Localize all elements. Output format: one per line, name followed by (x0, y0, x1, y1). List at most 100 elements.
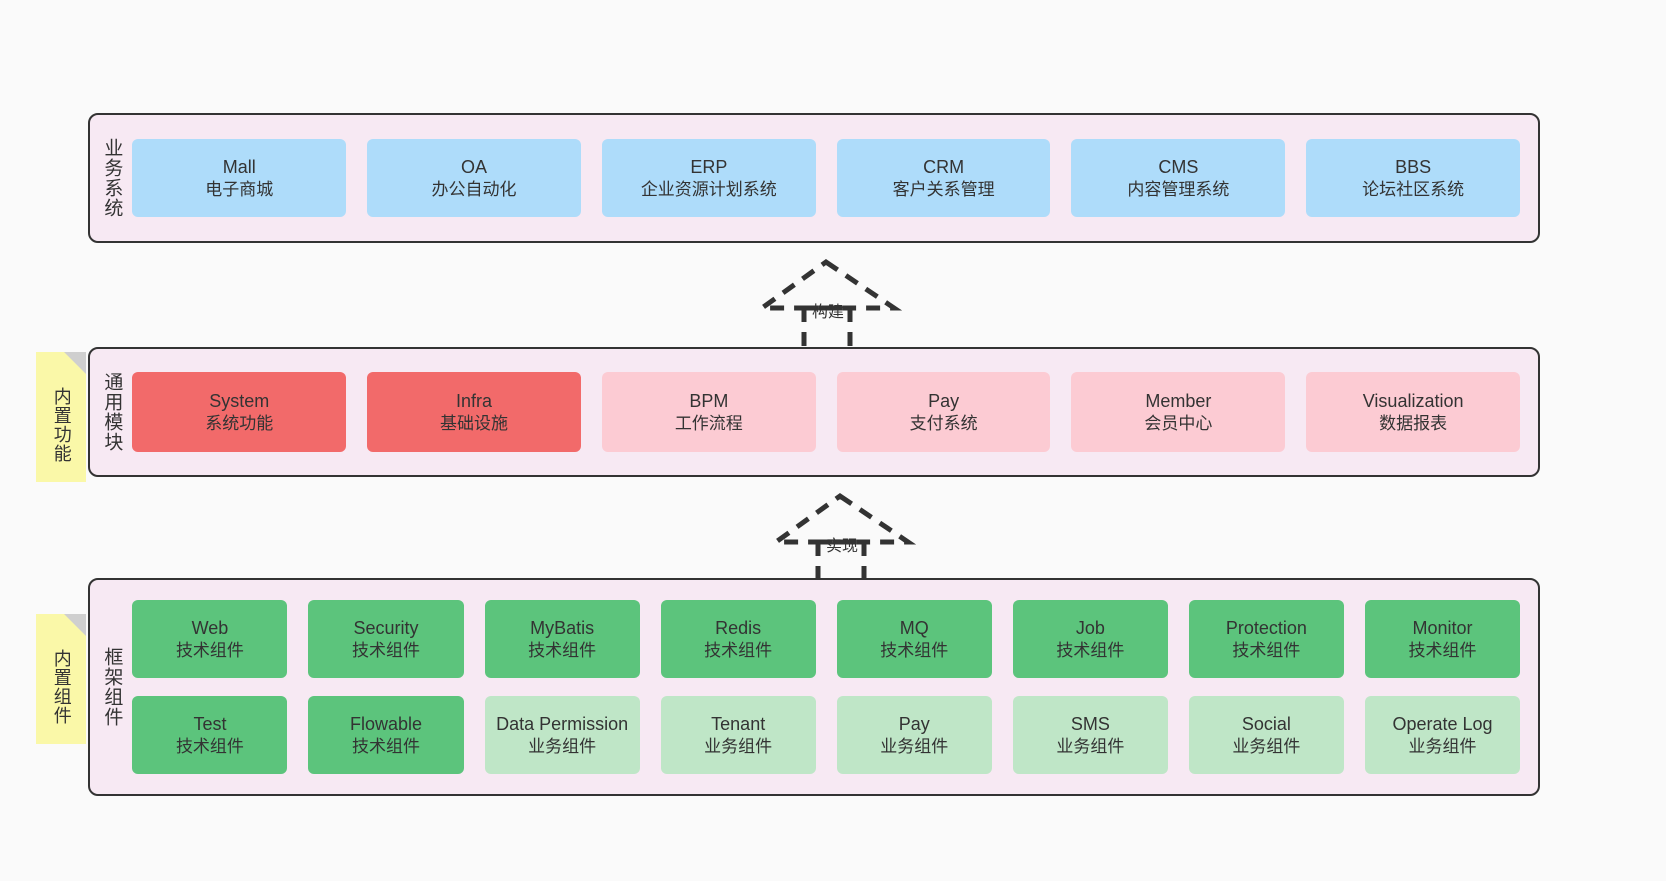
card-title-en: Data Permission (496, 714, 629, 735)
card-row: Mall 电子商城 OA 办公自动化 ERP 企业资源计划系统 CRM 客户关系… (132, 139, 1520, 217)
layer-common-module: 通用模块 System 系统功能 Infra 基础设施 BPM 工作流程 Pay… (88, 347, 1540, 477)
card-mall[interactable]: Mall 电子商城 (132, 139, 347, 217)
card-erp[interactable]: ERP 企业资源计划系统 (601, 139, 816, 217)
card-title-cn: 工作流程 (674, 413, 743, 433)
card-operate-log[interactable]: Operate Log 业务组件 (1364, 696, 1521, 774)
card-title-en: Social (1241, 714, 1291, 735)
card-title-en: Visualization (1362, 391, 1464, 412)
card-crm[interactable]: CRM 客户关系管理 (836, 139, 1051, 217)
card-title-en: Protection (1225, 618, 1307, 639)
card-title-en: MyBatis (530, 618, 595, 639)
note-text: 内置组件 (51, 649, 72, 725)
card-mybatis[interactable]: MyBatis 技术组件 (484, 600, 640, 678)
card-title-cn: 业务组件 (880, 736, 949, 756)
card-title-en: Redis (715, 618, 762, 639)
card-sms[interactable]: SMS 业务组件 (1012, 696, 1168, 774)
card-title-en: Pay (928, 391, 960, 412)
card-visualization[interactable]: Visualization 数据报表 (1306, 372, 1520, 452)
note-fold-icon (64, 614, 86, 636)
card-title-cn: 业务组件 (1232, 736, 1301, 756)
card-job[interactable]: Job 技术组件 (1012, 600, 1168, 678)
card-title-en: Web (191, 618, 229, 639)
card-title-cn: 基础设施 (440, 413, 509, 433)
card-title-en: System (209, 391, 270, 412)
card-title-en: Monitor (1412, 618, 1473, 639)
connector-build: 构建 (754, 258, 903, 350)
note-fold-icon (64, 352, 86, 374)
card-title-en: Flowable (350, 714, 423, 735)
card-security[interactable]: Security 技术组件 (308, 600, 464, 678)
card-oa[interactable]: OA 办公自动化 (367, 139, 581, 217)
card-mq[interactable]: MQ 技术组件 (836, 600, 992, 678)
note-builtin-function: 内置功能 (36, 352, 86, 482)
card-protection[interactable]: Protection 技术组件 (1188, 600, 1344, 678)
card-title-en: OA (461, 157, 488, 178)
card-tenant[interactable]: Tenant 业务组件 (660, 696, 816, 774)
card-monitor[interactable]: Monitor 技术组件 (1364, 600, 1521, 678)
card-title-en: Mall (222, 157, 256, 178)
connector-label-build: 构建 (811, 304, 845, 321)
card-row: Web 技术组件 Security 技术组件 MyBatis 技术组件 Redi… (132, 600, 1521, 678)
card-title-en: BPM (689, 391, 729, 412)
card-title-en: CMS (1158, 157, 1199, 178)
card-title-cn: 技术组件 (880, 640, 949, 660)
card-title-cn: 业务组件 (1056, 736, 1125, 756)
card-title-cn: 技术组件 (352, 640, 421, 660)
card-flowable[interactable]: Flowable 技术组件 (308, 696, 464, 774)
card-title-en: Security (353, 618, 419, 639)
card-title-cn: 业务组件 (1408, 736, 1477, 756)
layer-body-framework-component: Web 技术组件 Security 技术组件 MyBatis 技术组件 Redi… (128, 580, 1538, 794)
card-title-en: CRM (923, 157, 965, 178)
card-title-cn: 技术组件 (1056, 640, 1125, 660)
card-title-cn: 客户关系管理 (892, 179, 995, 199)
card-title-cn: 办公自动化 (431, 179, 517, 199)
layer-body-common-module: System 系统功能 Infra 基础设施 BPM 工作流程 Pay 支付系统… (128, 349, 1538, 475)
card-title-cn: 支付系统 (909, 413, 978, 433)
layer-business-system: 业务系统 Mall 电子商城 OA 办公自动化 ERP 企业资源计划系统 CRM… (88, 113, 1540, 243)
card-title-cn: 技术组件 (704, 640, 773, 660)
note-builtin-component: 内置组件 (36, 614, 86, 744)
card-title-cn: 技术组件 (528, 640, 597, 660)
card-title-en: MQ (899, 618, 929, 639)
card-title-en: ERP (690, 157, 728, 178)
card-test[interactable]: Test 技术组件 (132, 696, 288, 774)
card-title-en: Pay (898, 714, 930, 735)
card-title-cn: 系统功能 (205, 413, 274, 433)
card-title-en: BBS (1395, 157, 1432, 178)
card-web[interactable]: Web 技术组件 (132, 600, 288, 678)
layer-framework-component: 框架组件 Web 技术组件 Security 技术组件 MyBatis 技术组件… (88, 578, 1540, 796)
layer-label-framework-component: 框架组件 (101, 647, 123, 727)
card-row: Test 技术组件 Flowable 技术组件 Data Permission … (132, 696, 1521, 774)
card-title-cn: 内容管理系统 (1127, 179, 1230, 199)
card-member[interactable]: Member 会员中心 (1071, 372, 1286, 452)
card-title-en: Operate Log (1392, 714, 1493, 735)
card-title-en: Test (193, 714, 227, 735)
card-redis[interactable]: Redis 技术组件 (660, 600, 816, 678)
card-bbs[interactable]: BBS 论坛社区系统 (1306, 139, 1520, 217)
card-title-cn: 企业资源计划系统 (640, 179, 777, 199)
connector-label-implement: 实现 (825, 538, 859, 555)
card-title-en: Member (1145, 391, 1212, 412)
card-infra[interactable]: Infra 基础设施 (367, 372, 581, 452)
card-system[interactable]: System 系统功能 (132, 372, 347, 452)
card-title-cn: 技术组件 (1232, 640, 1301, 660)
card-title-en: Job (1075, 618, 1105, 639)
card-row: System 系统功能 Infra 基础设施 BPM 工作流程 Pay 支付系统… (132, 372, 1520, 452)
card-title-cn: 技术组件 (352, 736, 421, 756)
card-social[interactable]: Social 业务组件 (1188, 696, 1344, 774)
layer-label-business-system: 业务系统 (101, 138, 123, 218)
card-title-en: Infra (456, 391, 493, 412)
card-cms[interactable]: CMS 内容管理系统 (1071, 139, 1286, 217)
card-title-cn: 会员中心 (1144, 413, 1213, 433)
note-text: 内置功能 (51, 387, 72, 463)
card-pay-component[interactable]: Pay 业务组件 (836, 696, 992, 774)
card-data-permission[interactable]: Data Permission 业务组件 (484, 696, 640, 774)
card-title-en: SMS (1070, 714, 1110, 735)
card-title-cn: 技术组件 (1408, 640, 1477, 660)
card-title-cn: 数据报表 (1379, 413, 1448, 433)
card-pay-module[interactable]: Pay 支付系统 (836, 372, 1051, 452)
card-bpm[interactable]: BPM 工作流程 (601, 372, 816, 452)
card-title-cn: 技术组件 (175, 640, 244, 660)
layer-body-business-system: Mall 电子商城 OA 办公自动化 ERP 企业资源计划系统 CRM 客户关系… (128, 115, 1538, 241)
